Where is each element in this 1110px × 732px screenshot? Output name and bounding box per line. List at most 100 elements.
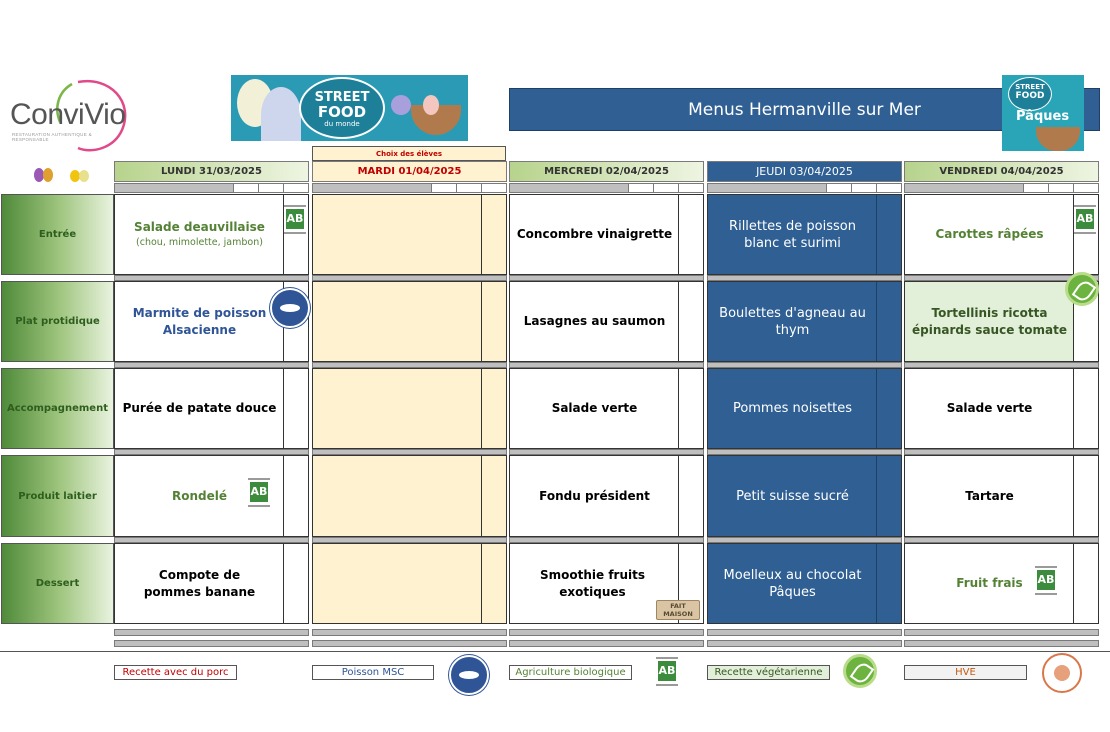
gray-separator	[904, 275, 1099, 281]
dish-name: Smoothie fruits exotiques	[539, 567, 646, 599]
row-label-dessert: Dessert	[1, 543, 114, 624]
rabbit-shape	[261, 87, 301, 141]
gray-separator	[707, 362, 902, 368]
gray-separator	[707, 449, 902, 455]
day-header-mercredi: MERCREDI 02/04/2025	[509, 161, 704, 182]
gray-separator	[114, 629, 309, 636]
choice-label: Choix des élèves	[312, 146, 506, 161]
paques-badge: STREET FOOD	[1008, 77, 1052, 111]
banner-line2: FOOD	[317, 103, 367, 121]
dish-name: Salade verte	[946, 401, 1033, 415]
side-column	[1073, 544, 1098, 623]
organic-ab-icon: AB	[1035, 564, 1057, 598]
side-column	[481, 369, 506, 448]
gray-separator	[509, 362, 704, 368]
cell-lundi-plat: Marmite de poisson Alsacienne	[114, 281, 310, 362]
header-subrow	[509, 183, 704, 193]
fait-maison-tag: FAIT MAISON	[656, 600, 700, 620]
cell-vendredi-plat: Tortellinis ricotta épinards sauce tomat…	[904, 272, 1099, 362]
gray-separator	[509, 640, 704, 647]
cell-mercredi-laitier: Fondu président	[509, 455, 704, 537]
cell-mardi-dessert	[312, 543, 507, 624]
row-label-entree: Entrée	[1, 194, 114, 275]
street-food-badge: STREET FOOD du monde	[299, 77, 385, 139]
dish-name: Pommes noisettes	[732, 401, 853, 416]
flower-shape	[391, 95, 411, 115]
dish-name: Tortellinis ricotta épinards sauce tomat…	[912, 305, 1067, 337]
dish-name: Moelleux au chocolat Pâques	[723, 567, 862, 600]
gray-separator	[707, 629, 902, 636]
cell-mercredi-dessert: Smoothie fruits exotiques FAIT MAISON	[509, 543, 704, 624]
cell-jeudi-plat: Boulettes d'agneau au thym	[707, 281, 902, 362]
side-column	[283, 456, 308, 536]
legend-hve: HVE	[904, 665, 1027, 680]
gray-separator	[312, 362, 507, 368]
convivio-swirl-icon	[56, 79, 127, 152]
cell-mercredi-entree: Concombre vinaigrette	[509, 194, 704, 275]
header-subrow	[312, 183, 507, 193]
dish-name: Lasagnes au saumon	[523, 314, 666, 328]
side-column	[481, 456, 506, 536]
gray-separator	[114, 449, 309, 455]
organic-ab-icon: AB	[1074, 203, 1096, 237]
side-column	[876, 544, 901, 623]
banner-line3: du monde	[324, 120, 360, 128]
dish-name: Carottes râpées	[935, 227, 1044, 241]
side-column	[283, 544, 308, 623]
side-column	[876, 369, 901, 448]
gray-separator	[114, 640, 309, 647]
side-column	[678, 456, 703, 536]
legend-vegetarien: Recette végétarienne	[707, 665, 830, 680]
cell-vendredi-dessert: Fruit frais AB	[904, 543, 1099, 624]
convivio-logo: ConviVio RESTAURATION AUTHENTIQUE & RESP…	[8, 78, 130, 154]
gray-separator	[509, 449, 704, 455]
egg-pink-shape	[423, 95, 439, 115]
page-title: Menus Hermanville sur Mer	[509, 88, 1100, 131]
gray-separator	[509, 629, 704, 636]
side-column	[876, 282, 901, 361]
side-column	[1073, 369, 1098, 448]
cell-mercredi-accomp: Salade verte	[509, 368, 704, 449]
gray-separator	[904, 537, 1099, 543]
organic-ab-icon: AB	[656, 655, 678, 689]
dish: Salade deauvillaise (chou, mimolette, ja…	[115, 195, 284, 274]
cell-vendredi-laitier: Tartare	[904, 455, 1099, 537]
paques-line2: FOOD	[1015, 91, 1045, 101]
row-label-laitier: Produit laitier	[1, 455, 114, 537]
footer-divider	[0, 651, 1110, 652]
msc-fish-icon	[270, 288, 310, 328]
dish-name: Tartare	[965, 488, 1014, 503]
dish-name: Rondelé	[171, 488, 227, 503]
gray-separator	[707, 537, 902, 543]
cell-lundi-accomp: Purée de patate douce	[114, 368, 309, 449]
side-column	[876, 195, 901, 274]
gray-separator	[114, 275, 309, 281]
side-column	[481, 195, 506, 274]
gray-separator	[312, 537, 507, 543]
paques-banner: STREET FOOD Pâques	[1002, 75, 1084, 151]
dish-name: Fruit frais	[956, 576, 1023, 590]
vegetarian-icon	[1065, 272, 1099, 306]
side-column	[678, 544, 703, 623]
cell-vendredi-entree: Carottes râpées AB	[904, 194, 1099, 275]
butterfly-icon	[70, 168, 90, 186]
gray-separator	[509, 275, 704, 281]
dish-name: Rillettes de poisson blanc et surimi	[729, 218, 856, 251]
gray-separator	[904, 449, 1099, 455]
side-column	[283, 369, 308, 448]
cell-vendredi-accomp: Salade verte	[904, 368, 1099, 449]
gray-separator	[312, 640, 507, 647]
gray-separator	[509, 537, 704, 543]
paques-label: Pâques	[1016, 109, 1070, 124]
side-column	[678, 369, 703, 448]
paques-line1: STREET	[1015, 83, 1045, 91]
side-column	[678, 195, 703, 274]
cell-lundi-dessert: Compote de pommes banane	[114, 543, 309, 624]
cell-mardi-entree	[312, 194, 507, 275]
cell-mardi-accomp	[312, 368, 507, 449]
gray-separator	[312, 449, 507, 455]
row-label-plat: Plat protidique	[1, 281, 114, 362]
dish-name: Marmite de poisson Alsacienne	[132, 305, 267, 337]
msc-fish-icon	[449, 655, 489, 695]
banner-line1: STREET	[314, 90, 370, 105]
